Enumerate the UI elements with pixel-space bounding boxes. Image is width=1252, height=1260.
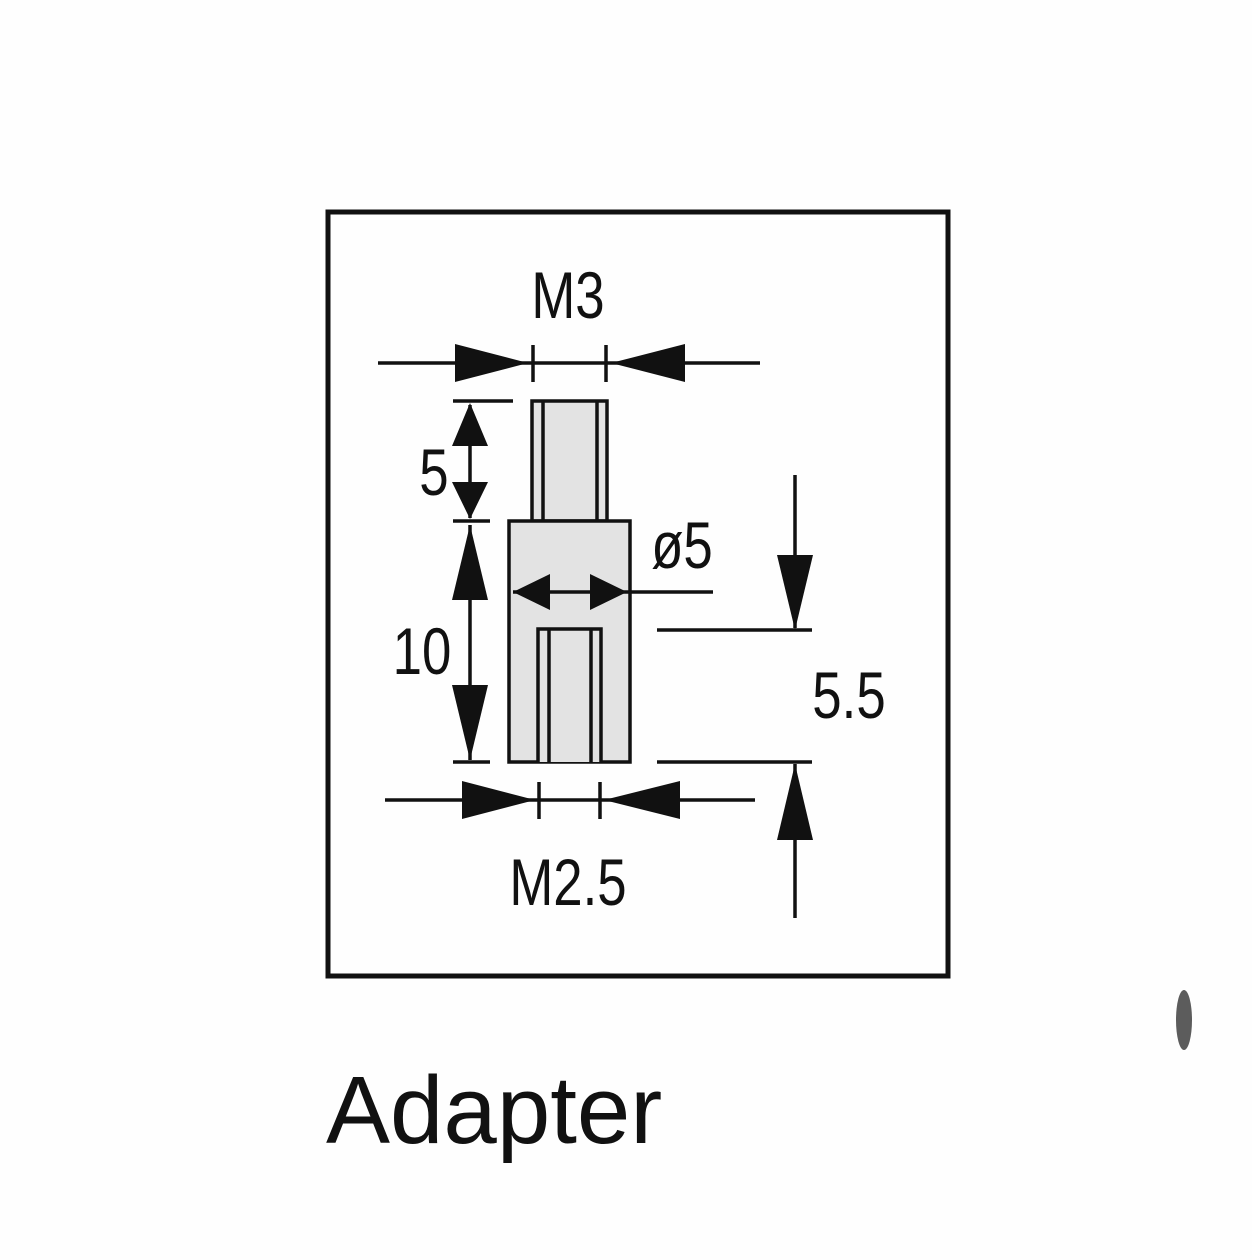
frame [325,209,951,979]
dimension-pin-length [452,399,513,523]
label-m2-5: M2.5 [509,845,626,919]
label-pin-length: 5 [419,435,448,509]
dimension-body-length [452,525,490,764]
adapter-part [507,399,632,764]
label-body-diameter: ø5 [651,508,713,582]
dimension-m3 [378,344,760,382]
dimension-bore-depth [657,475,813,918]
caption: Adapter [326,1057,662,1164]
edge-artifact [1176,990,1192,1050]
label-m3: M3 [531,258,604,332]
label-bore-depth: 5.5 [812,658,885,732]
bore [536,627,603,762]
dimension-body-diameter [513,574,713,610]
label-body-length: 10 [393,614,452,688]
dimension-m2-5 [385,781,755,819]
